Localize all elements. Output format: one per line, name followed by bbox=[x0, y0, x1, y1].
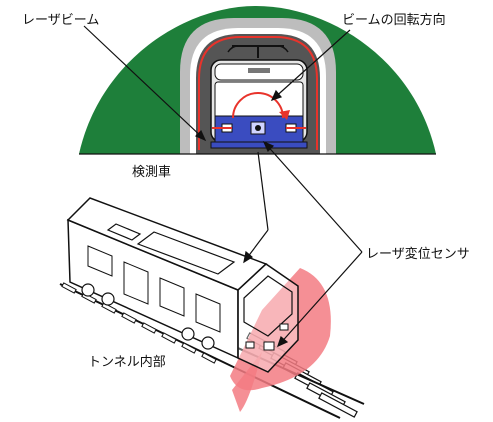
leader-section-to-train-arrow bbox=[243, 250, 254, 264]
car-end-base bbox=[210, 141, 308, 149]
front-sensor bbox=[263, 341, 275, 351]
leader-beam-rotation-arrow bbox=[270, 89, 283, 101]
leader-lines bbox=[83, 25, 363, 348]
train-front-window bbox=[243, 275, 293, 337]
roof-equipment-front bbox=[136, 231, 236, 275]
rotation-arrowhead bbox=[279, 110, 290, 120]
leader-laser-sensor-front-arrow bbox=[277, 335, 289, 348]
leader-laser-sensor-front bbox=[277, 251, 363, 347]
label-laser-sensor: レーザ変位センサ bbox=[366, 246, 470, 262]
roof-equipment-rear bbox=[106, 223, 142, 241]
rotation-arrow bbox=[232, 92, 284, 119]
leader-beam-rotation bbox=[271, 29, 351, 101]
car-end-window bbox=[214, 81, 304, 121]
leader-laser-beam-arrow bbox=[194, 129, 207, 142]
wheel-2 bbox=[101, 292, 115, 306]
wheel-1 bbox=[81, 283, 95, 297]
label-laser-beam: レーザビーム bbox=[22, 13, 99, 28]
label-beam-rotation: ビームの回転方向 bbox=[342, 12, 446, 28]
side-window-2 bbox=[159, 277, 185, 317]
leader-laser-sensor-top bbox=[263, 141, 363, 253]
wheel-4 bbox=[201, 336, 215, 350]
label-tunnel-interior: トンネル内部 bbox=[88, 354, 166, 370]
side-window-3 bbox=[195, 293, 221, 333]
tunnel-cross-section bbox=[79, 6, 436, 155]
leader-laser-sensor-top-arrow bbox=[262, 140, 275, 153]
side-window-1 bbox=[87, 245, 113, 277]
label-inspection-car: 検測車 bbox=[132, 165, 171, 180]
front-lamp-right bbox=[279, 323, 289, 331]
sensor-lens bbox=[255, 125, 261, 131]
pantograph bbox=[227, 45, 289, 53]
front-lamp-left bbox=[245, 341, 255, 349]
wheel-3 bbox=[181, 327, 195, 341]
track-ties-under-car bbox=[61, 282, 217, 364]
car-end-destination bbox=[248, 68, 270, 73]
leader-laser-beam bbox=[83, 25, 206, 141]
side-door-1 bbox=[123, 261, 149, 305]
inspection-train bbox=[59, 197, 365, 419]
laser-scan-fan-lower bbox=[232, 352, 262, 412]
leader-section-to-train bbox=[257, 151, 269, 231]
